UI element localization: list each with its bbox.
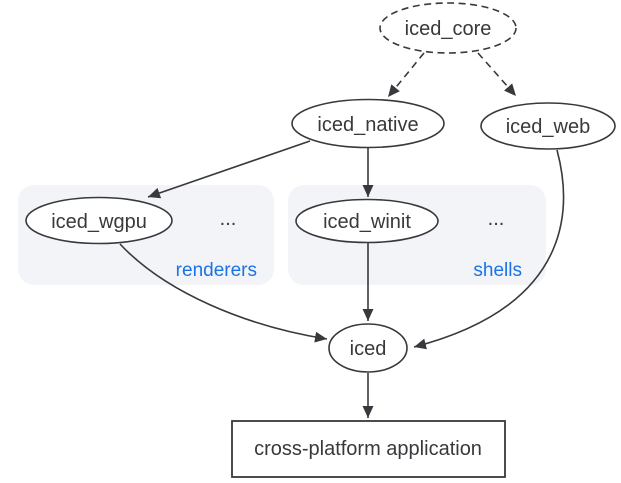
iced-winit-label: iced_winit — [323, 211, 411, 233]
iced-core-ellipse — [379, 2, 517, 54]
iced-wgpu-ellipse — [25, 196, 173, 245]
iced-label: iced — [350, 338, 387, 360]
edge-iced_wgpu-to-iced — [119, 243, 328, 343]
iced-native-ellipse — [291, 98, 445, 149]
iced-wgpu-label: iced_wgpu — [51, 211, 147, 233]
iced-ellipse — [328, 323, 408, 373]
iced-winit-ellipse — [295, 198, 439, 244]
app-rectangle — [231, 420, 506, 478]
edge-iced_core-to-iced_native — [387, 52, 425, 98]
edge-iced_core-to-iced_web — [477, 52, 517, 97]
node-cross-platform-application: cross-platform application — [231, 420, 506, 478]
edge-iced_native-to-iced_wgpu — [147, 140, 311, 199]
node-iced-core: iced_core — [379, 2, 517, 54]
node-iced-wgpu: iced_wgpu — [25, 196, 173, 245]
node-iced-winit: iced_winit — [295, 198, 439, 244]
node-iced-web: iced_web — [480, 102, 616, 150]
edge-iced_web-to-iced — [413, 149, 565, 350]
app-label: cross-platform application — [254, 438, 482, 460]
iced-web-label: iced_web — [506, 116, 591, 138]
iced-core-label: iced_core — [405, 18, 492, 40]
renderers-ellipsis: ... — [220, 208, 237, 230]
renderers-group-label: renderers — [176, 260, 257, 281]
iced-web-ellipse — [480, 102, 616, 150]
iced-native-label: iced_native — [317, 114, 418, 136]
shells-group-label: shells — [473, 260, 522, 281]
node-iced: iced — [328, 323, 408, 373]
node-iced-native: iced_native — [291, 98, 445, 149]
shells-ellipsis: ... — [488, 208, 505, 230]
